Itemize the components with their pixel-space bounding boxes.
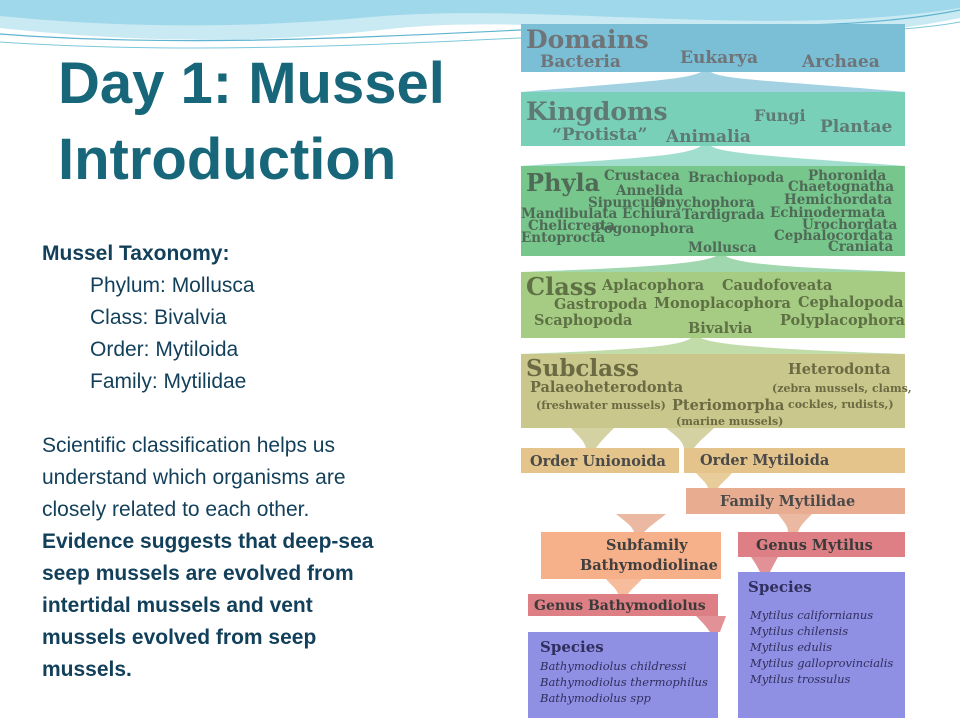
class-label: Scaphopoda — [534, 312, 633, 329]
evidence-text-line: mussels evolved from seep — [42, 626, 317, 649]
evidence-text-line: intertidal mussels and vent — [42, 594, 313, 617]
subclass-label: Palaeoheterodonta — [530, 379, 684, 396]
class-label: Cephalopoda — [798, 294, 904, 311]
slide-title-line-1: Day 1: Mussel — [58, 51, 445, 116]
class-label: Monoplacophora — [654, 295, 791, 312]
phylum-label: Phoronida — [808, 168, 886, 184]
kingdom-label: Plantae — [820, 117, 892, 137]
species-left-heading: Species — [540, 638, 604, 656]
subclass-note: (zebra mussels, clams, — [772, 382, 912, 395]
phylum-label: Sipuncula — [588, 195, 664, 211]
subfamily-box — [541, 532, 721, 579]
phyla-rank-label: Phyla — [526, 168, 600, 197]
slide-title-line-2: Introduction — [58, 127, 397, 192]
family-label: Family Mytilidae — [720, 493, 855, 510]
domains-box — [521, 24, 905, 72]
taxonomy-order: Order: Mytiloida — [90, 338, 239, 361]
classification-text-line: Scientific classification helps us — [42, 434, 335, 457]
genus-bathymodiolus-label: Genus Bathymodiolus — [534, 598, 706, 614]
domain-label: Archaea — [801, 52, 880, 72]
phylum-label: Crustacea — [604, 168, 680, 184]
genus-mytilus-box — [738, 532, 905, 557]
subfamily-label: Subfamily — [606, 537, 688, 554]
genus-bathymodiolus-box — [528, 594, 718, 616]
phylum-label: Chaetognatha — [788, 179, 894, 195]
species-name: Bathymodiolus spp — [539, 691, 652, 705]
phylum-label: Brachiopoda — [688, 170, 784, 186]
species-right-heading: Species — [748, 578, 812, 596]
species-name: Mytilus edulis — [749, 640, 832, 654]
order-unionoida-label: Order Unionoida — [530, 453, 667, 470]
phylum-label: Craniata — [828, 239, 894, 255]
domains-rank-label: Domains — [526, 25, 649, 54]
order-mytiloida-box — [684, 448, 905, 473]
species-name: Mytilus chilensis — [749, 624, 848, 638]
evidence-text-line: Evidence suggests that deep-sea — [42, 530, 374, 553]
kingdoms-box — [521, 92, 905, 146]
genus-mytilus-label: Genus Mytilus — [756, 537, 873, 554]
phylum-label: Pogonophora — [594, 221, 694, 237]
subclass-note: (freshwater mussels) — [536, 399, 666, 412]
classification-text-line: closely related to each other. — [42, 498, 310, 521]
class-rank-label: Class — [526, 272, 597, 301]
order-mytiloida-label: Order Mytiloida — [700, 452, 830, 469]
evidence-text-line: seep mussels are evolved from — [42, 562, 354, 585]
subclass-rank-label: Subclass — [526, 355, 639, 382]
domain-label: Bacteria — [540, 52, 621, 72]
phylum-label: Onychophora — [654, 195, 755, 211]
subclass-label: Pteriomorpha — [672, 397, 785, 414]
class-label: Caudofoveata — [722, 277, 833, 294]
phylum-label: Mandibulata — [521, 206, 617, 222]
species-name: Mytilus galloprovincialis — [749, 656, 893, 670]
kingdom-label: Animalia — [665, 127, 751, 147]
phylum-label: Tardigrada — [682, 207, 765, 223]
class-label: Polyplacophora — [780, 312, 906, 329]
class-label: Aplacophora — [601, 277, 705, 294]
kingdom-label: Fungi — [754, 106, 806, 125]
phylum-label: Echinodermata — [770, 205, 886, 221]
subclass-label: Heterodonta — [788, 361, 891, 378]
phylum-label: Hemichordata — [784, 192, 892, 208]
taxonomy-family: Family: Mytilidae — [90, 370, 247, 393]
species-name: Mytilus trossulus — [749, 672, 851, 686]
species-left-box — [528, 632, 718, 718]
order-unionoida-box — [521, 448, 679, 473]
species-name: Bathymodiolus childressi — [539, 659, 687, 673]
phylum-label: Entoprocta — [521, 230, 605, 246]
phylum-label: Mollusca — [688, 240, 757, 256]
family-box — [686, 488, 905, 514]
subclass-note: cockles, rudists,) — [788, 398, 894, 411]
phylum-label: Echiura — [622, 206, 681, 222]
phylum-label: Urochordata — [802, 217, 897, 233]
kingdoms-rank-label: Kingdoms — [526, 97, 668, 126]
phyla-box — [521, 166, 905, 256]
taxonomy-class: Class: Bivalvia — [90, 306, 227, 329]
taxonomy-phylum: Phylum: Mollusca — [90, 274, 255, 297]
domain-label: Eukarya — [680, 48, 758, 68]
subclass-note: (marine mussels) — [676, 415, 783, 428]
species-name: Bathymodiolus thermophilus — [539, 675, 708, 689]
species-name: Mytilus californianus — [749, 608, 873, 622]
subclass-box — [521, 354, 905, 428]
phylum-label: Annelida — [615, 183, 683, 199]
taxonomy-heading: Mussel Taxonomy: — [42, 242, 230, 265]
evidence-text-line: mussels. — [42, 658, 132, 681]
class-box — [521, 272, 905, 338]
kingdom-label: “Protista” — [552, 125, 647, 145]
class-label: Gastropoda — [554, 296, 648, 313]
species-right-box — [738, 572, 905, 718]
classification-text-line: understand which organisms are — [42, 466, 346, 489]
phylum-label: Chelicreata — [528, 218, 615, 234]
taxonomy-tree-diagram: Domains Bacteria Eukarya Archaea Kingdom… — [521, 24, 912, 718]
subfamily-name: Bathymodiolinae — [580, 557, 718, 574]
phylum-label: Cephalocordata — [774, 228, 893, 244]
class-label: Bivalvia — [688, 320, 753, 337]
